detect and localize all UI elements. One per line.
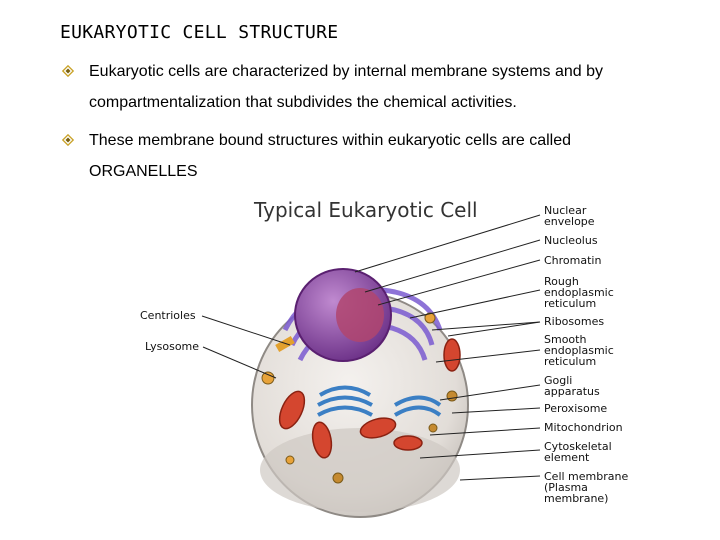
label-cell-membrane: Cell membrane (Plasma membrane) xyxy=(544,471,628,504)
cell-base xyxy=(260,428,460,512)
bullet-item: These membrane bound structures within e… xyxy=(62,125,682,187)
label-centrioles: Centrioles xyxy=(140,310,196,321)
label-nucleolus: Nucleolus xyxy=(544,235,598,246)
leader-lines xyxy=(202,215,540,480)
label-peroxisome: Peroxisome xyxy=(544,403,607,414)
diamond-bullet-icon xyxy=(62,134,74,146)
label-golgi: Gogli apparatus xyxy=(544,375,600,397)
mitochondria xyxy=(274,339,460,459)
label-mitochondrion: Mitochondrion xyxy=(544,422,623,433)
nucleus xyxy=(295,269,391,361)
bullet-item: Eukaryotic cells are characterized by in… xyxy=(62,56,682,118)
bullet-text: These membrane bound structures within e… xyxy=(62,125,682,187)
centriole xyxy=(275,336,295,352)
diamond-bullet-icon xyxy=(62,65,74,77)
cell-body xyxy=(252,293,468,517)
label-chromatin: Chromatin xyxy=(544,255,601,266)
vesicles xyxy=(262,313,457,483)
label-ribosomes: Ribosomes xyxy=(544,316,604,327)
nucleolus xyxy=(336,288,384,342)
slide-title: EUKARYOTIC CELL STRUCTURE xyxy=(60,22,338,43)
golgi-apparatus xyxy=(318,388,440,416)
label-lysosome: Lysosome xyxy=(145,341,199,352)
label-rough-er: Rough endoplasmic reticulum xyxy=(544,276,614,309)
figure-title: Typical Eukaryotic Cell xyxy=(254,198,478,222)
bullet-text: Eukaryotic cells are characterized by in… xyxy=(62,56,682,118)
label-cytoskeletal-element: Cytoskeletal element xyxy=(544,441,612,463)
label-nuclear-envelope: Nuclear envelope xyxy=(544,205,595,227)
label-smooth-er: Smooth endoplasmic reticulum xyxy=(544,334,614,367)
rough-er xyxy=(285,289,440,361)
